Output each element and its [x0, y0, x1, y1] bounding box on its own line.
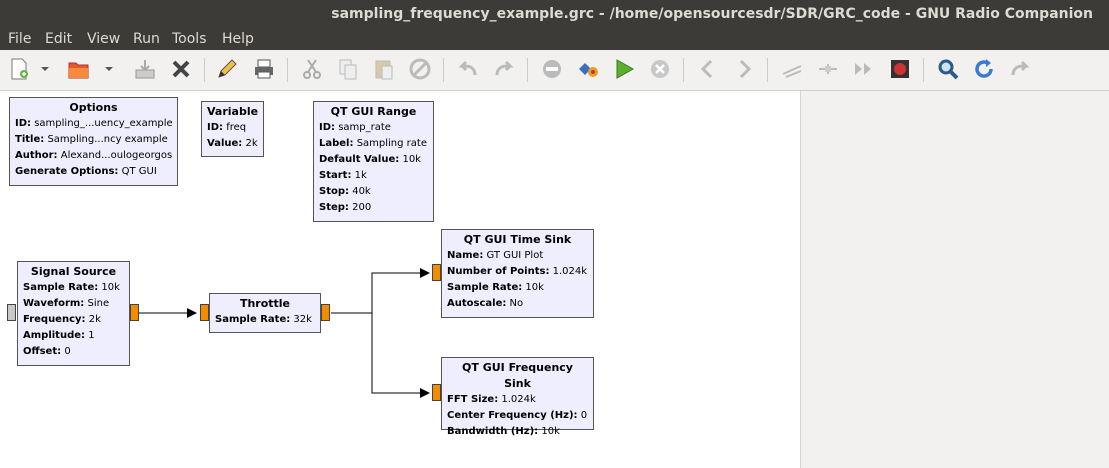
move-icon[interactable]	[851, 56, 877, 82]
save-icon[interactable]	[132, 56, 158, 82]
param-default-value: Default Value: 10k	[319, 154, 421, 165]
rotate-right-icon[interactable]	[731, 56, 757, 82]
param-title: Title: Sampling...ncy example	[15, 134, 168, 145]
block-throttle[interactable]: Throttle Sample Rate: 32k	[209, 293, 321, 333]
delete-icon[interactable]	[407, 56, 433, 82]
title-bar: sampling_frequency_example.grc - /home/o…	[0, 0, 1109, 28]
param-frequency: Frequency: 2k	[23, 314, 101, 325]
generate-icon[interactable]	[575, 56, 601, 82]
disable-icon[interactable]	[539, 56, 565, 82]
menu-edit[interactable]: Edit	[45, 31, 73, 47]
toolbar	[0, 50, 1109, 91]
block-tree-panel[interactable]	[800, 91, 1109, 468]
block-title: QT GUI Frequency Sink	[462, 361, 573, 390]
separator	[923, 58, 924, 82]
param-sample-rate: Sample Rate: 10k	[23, 282, 120, 293]
param-sample-rate: Sample Rate: 10k	[447, 282, 544, 293]
reload-icon[interactable]	[971, 56, 997, 82]
param-value: Value: 2k	[207, 138, 258, 149]
block-title: QT GUI Time Sink	[463, 233, 572, 246]
cut-icon[interactable]	[299, 56, 325, 82]
menu-run[interactable]: Run	[133, 31, 160, 47]
param-id: ID: sampling_...uency_example	[15, 118, 173, 129]
block-title: Throttle	[239, 297, 291, 310]
param-id: ID: samp_rate	[319, 122, 391, 133]
print-icon[interactable]	[251, 56, 277, 82]
param-stop: Stop: 40k	[319, 186, 371, 197]
menu-help[interactable]: Help	[222, 31, 254, 47]
param-sample-rate: Sample Rate: 32k	[215, 314, 312, 325]
edit-icon[interactable]	[214, 56, 240, 82]
block-title: QT GUI Range	[330, 105, 417, 118]
close-icon[interactable]	[168, 56, 194, 82]
bypass-icon[interactable]	[815, 56, 841, 82]
throttle-input-port[interactable]	[200, 304, 209, 321]
menu-view[interactable]: View	[87, 31, 121, 47]
block-qt-gui-frequency-sink[interactable]: QT GUI Frequency Sink FFT Size: 1.024k C…	[441, 357, 594, 437]
connection-throttle-timesink	[331, 268, 430, 314]
flowgraph-canvas[interactable]: Options ID: sampling_...uency_example Ti…	[0, 91, 800, 468]
param-generate-options: Generate Options: QT GUI	[15, 166, 157, 177]
connections	[139, 268, 430, 398]
block-variable[interactable]: Variable ID: freq Value: 2k	[201, 101, 264, 157]
param-name: Name: GT GUI Plot	[447, 250, 544, 261]
throttle-output-port[interactable]	[321, 304, 330, 321]
open-dropdown-icon[interactable]	[102, 56, 116, 82]
param-author: Author: Alexand...oulogeorgos	[15, 150, 173, 161]
more-icon[interactable]	[1007, 56, 1033, 82]
connection-throttle-freqsink	[371, 313, 430, 398]
block-qt-gui-range[interactable]: QT GUI Range ID: samp_rate Label: Sampli…	[313, 101, 434, 222]
source-input-port[interactable]	[7, 304, 16, 321]
new-dropdown-icon[interactable]	[38, 56, 52, 82]
block-title: Signal Source	[30, 265, 117, 278]
separator	[527, 58, 528, 82]
menu-bar: File Edit View Run Tools Help	[0, 28, 1109, 50]
param-waveform: Waveform: Sine	[23, 298, 110, 309]
param-autoscale: Autoscale: No	[447, 298, 524, 309]
param-number-of-points: Number of Points: 1.024k	[447, 266, 588, 277]
new-icon[interactable]	[6, 56, 32, 82]
source-output-port[interactable]	[130, 304, 139, 321]
rotate-left-icon[interactable]	[695, 56, 721, 82]
block-qt-gui-time-sink[interactable]: QT GUI Time Sink Name: GT GUI Plot Numbe…	[441, 229, 594, 318]
open-icon[interactable]	[66, 56, 92, 82]
kill-icon[interactable]	[887, 56, 913, 82]
param-start: Start: 1k	[319, 170, 367, 181]
param-center-frequency: Center Frequency (Hz): 0	[447, 410, 588, 421]
timesink-input-port[interactable]	[432, 264, 441, 281]
menu-file[interactable]: File	[8, 31, 32, 47]
execute-icon[interactable]	[611, 56, 637, 82]
window-title: sampling_frequency_example.grc - /home/o…	[331, 6, 1093, 22]
freqsink-input-port[interactable]	[432, 384, 441, 401]
separator	[683, 58, 684, 82]
block-options[interactable]: Options ID: sampling_...uency_example Ti…	[9, 97, 178, 186]
param-amplitude: Amplitude: 1	[23, 330, 95, 341]
enable-icon[interactable]	[779, 56, 805, 82]
block-title: Options	[69, 101, 118, 114]
block-signal-source[interactable]: Signal Source Sample Rate: 10k Waveform:…	[17, 261, 130, 366]
paste-icon[interactable]	[371, 56, 397, 82]
block-title: Variable	[207, 105, 259, 118]
param-id: ID: freq	[207, 122, 247, 133]
separator	[287, 58, 288, 82]
menu-tools[interactable]: Tools	[172, 31, 207, 47]
param-label: Label: Sampling rate	[319, 138, 427, 149]
param-offset: Offset: 0	[23, 346, 71, 357]
param-step: Step: 200	[319, 202, 372, 213]
stop-icon[interactable]	[647, 56, 673, 82]
undo-icon[interactable]	[455, 56, 481, 82]
param-fft-size: FFT Size: 1.024k	[447, 394, 536, 405]
redo-icon[interactable]	[491, 56, 517, 82]
copy-icon[interactable]	[335, 56, 361, 82]
find-icon[interactable]	[935, 56, 961, 82]
separator	[443, 58, 444, 82]
param-bandwidth: Bandwidth (Hz): 10k	[447, 426, 560, 437]
separator	[767, 58, 768, 82]
separator	[204, 58, 205, 82]
